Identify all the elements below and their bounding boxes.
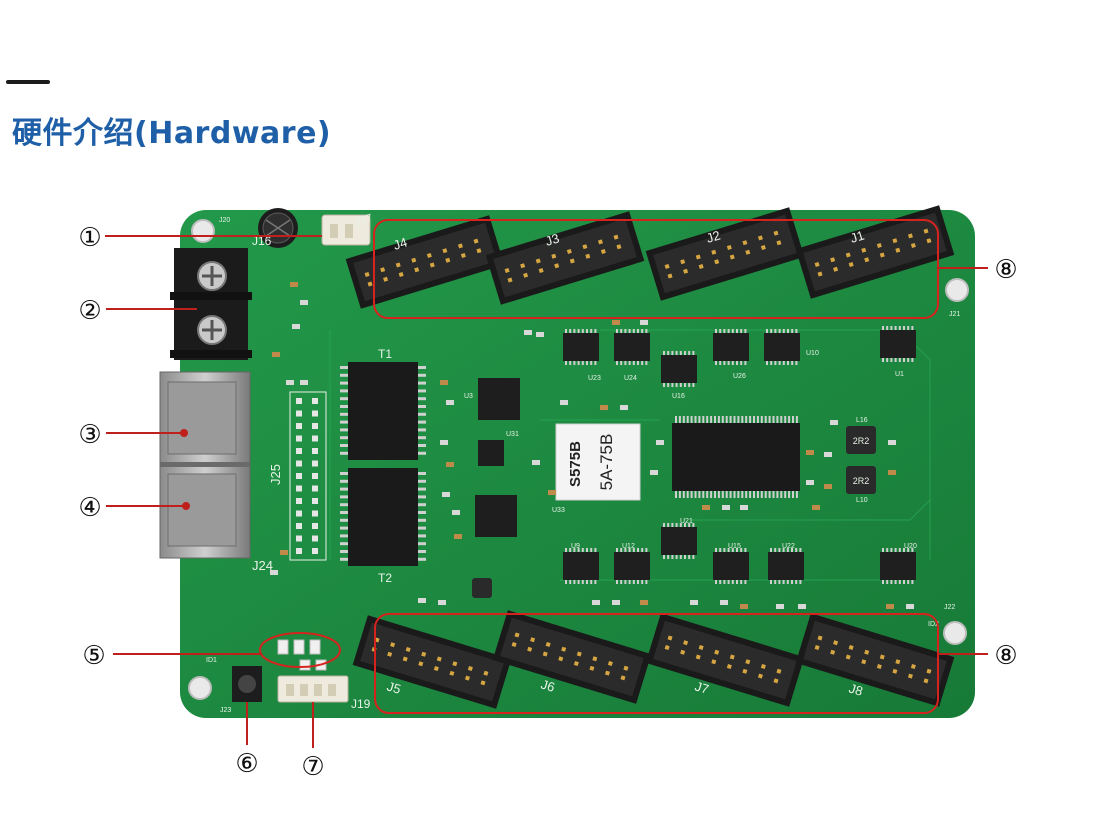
silkscreen-j24: J24 <box>252 558 273 573</box>
silkscreen-l10: L10 <box>856 497 868 504</box>
callout-8-bottom: ⑧ <box>994 641 1017 671</box>
silkscreen-u26: U26 <box>733 373 746 380</box>
hub75-connectors <box>345 205 955 709</box>
silkscreen-j2: J2 <box>704 228 722 246</box>
silkscreen-u23: U23 <box>588 375 601 382</box>
silkscreen-u31: U31 <box>506 431 519 438</box>
callout-lines <box>105 235 988 748</box>
callout-1: ① <box>78 223 101 253</box>
highlight-leds <box>259 632 341 668</box>
buffer-ic-rows <box>563 326 916 584</box>
silkscreen-j4: J4 <box>391 235 409 253</box>
silkscreen-j8: J8 <box>847 681 865 699</box>
silkscreen-id2: ID2 <box>928 621 939 628</box>
callout-4: ④ <box>78 493 101 523</box>
j25-pin-header <box>289 391 327 561</box>
model-label: 5A-75B <box>597 434 616 491</box>
callout-8-top: ⑧ <box>994 255 1017 285</box>
main-chip-pins <box>675 416 798 498</box>
silkscreen-u22: U22 <box>782 543 795 550</box>
qfn-chips <box>475 378 520 537</box>
test-push-button <box>232 666 262 702</box>
silkscreen-l16: L16 <box>856 417 868 424</box>
silkscreen-u16: U16 <box>672 393 685 400</box>
silkscreen-j7: J7 <box>693 679 711 697</box>
svg-text:2R2: 2R2 <box>853 436 870 446</box>
j25-pins <box>296 398 318 554</box>
transformer-t1 <box>348 362 418 460</box>
transformer-pins <box>340 366 426 561</box>
silkscreen-u15: U15 <box>728 543 741 550</box>
callout-6: ⑥ <box>235 749 258 779</box>
smd-passives <box>270 282 914 609</box>
callout-3: ③ <box>78 420 101 450</box>
silkscreen-j20: J20 <box>219 217 230 224</box>
silkscreen-u1: U1 <box>895 371 904 378</box>
callout-endpoints <box>180 429 190 510</box>
page-title: 硬件介绍(Hardware) <box>12 116 332 151</box>
silkscreen-u3: U3 <box>464 393 473 400</box>
silkscreen-j16: J16 <box>252 234 272 248</box>
silkscreen-j22: J22 <box>944 604 955 611</box>
silkscreen-u10: U10 <box>806 350 819 357</box>
callout-2: ② <box>78 296 101 326</box>
main-controller-chip <box>672 423 800 491</box>
silkscreen-j3: J3 <box>543 231 561 249</box>
silkscreen-j6: J6 <box>539 677 557 695</box>
model-label-sticker: S575B 5A-75B <box>555 423 641 501</box>
transformer-t2 <box>348 468 418 566</box>
svg-text:2R2: 2R2 <box>853 476 870 486</box>
silkscreen-u33: U33 <box>552 507 565 514</box>
callout-7: ⑦ <box>301 752 324 782</box>
chip-marking: S575B <box>567 441 584 487</box>
silkscreen-j1: J1 <box>848 228 866 246</box>
power-header-connector <box>321 214 371 246</box>
silkscreen-u24: U24 <box>624 375 637 382</box>
silkscreen-u21: U21 <box>680 518 693 525</box>
silkscreen-j21: J21 <box>949 311 960 318</box>
silkscreen-u12: U12 <box>622 543 635 550</box>
silkscreen-j19: J19 <box>351 697 371 711</box>
silkscreen-u9: U9 <box>571 543 580 550</box>
silkscreen-t2: T2 <box>378 571 392 585</box>
callout-5: ⑤ <box>82 641 105 671</box>
silkscreen-j23: J23 <box>220 707 231 714</box>
highlight-bottom-connectors <box>374 613 939 714</box>
ethernet-port-stack <box>159 371 251 559</box>
silkscreen-u20: U20 <box>904 543 917 550</box>
silkscreen-t1: T1 <box>378 347 392 361</box>
silkscreen-j5: J5 <box>385 679 403 697</box>
silkscreen-j25: J25 <box>268 464 283 485</box>
inductors: 2R2 2R2 <box>472 426 876 598</box>
silkscreen-j17: J17 <box>353 212 373 229</box>
j19-header <box>277 675 349 703</box>
silkscreen-id1: ID1 <box>206 657 217 664</box>
power-terminal-block <box>170 248 252 360</box>
header-dash <box>6 80 50 84</box>
